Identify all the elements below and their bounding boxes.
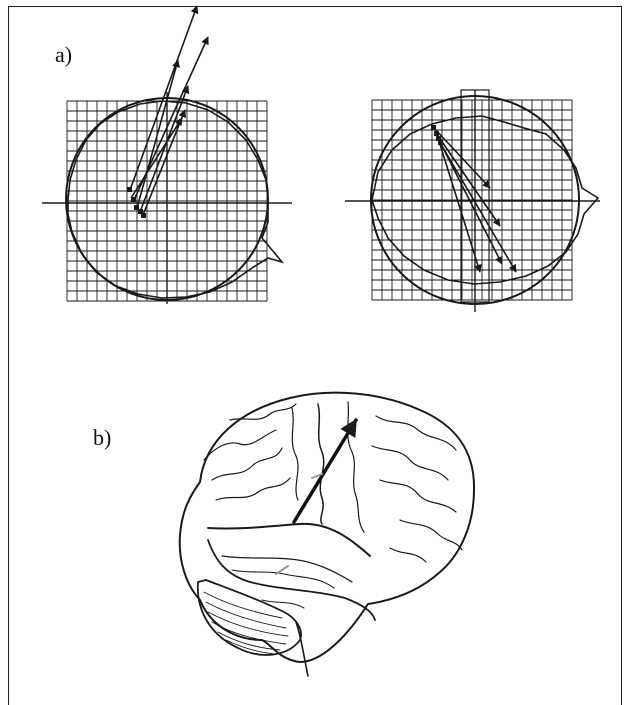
right-grid — [372, 100, 572, 300]
parietal-gyri — [372, 416, 462, 562]
precentral-sulcus — [292, 408, 298, 500]
frontal-gyri — [204, 404, 296, 500]
right-grid-plot — [345, 90, 600, 312]
central-sulcus — [318, 404, 324, 524]
brain-illustration — [180, 393, 474, 676]
grey-marker-lower — [276, 566, 288, 574]
brainstem — [296, 622, 308, 676]
lateral-fissure — [208, 524, 370, 556]
left-vector-arrows — [130, 6, 208, 215]
cortical-vector-arrow — [294, 420, 356, 522]
left-grid-plot — [42, 6, 292, 304]
